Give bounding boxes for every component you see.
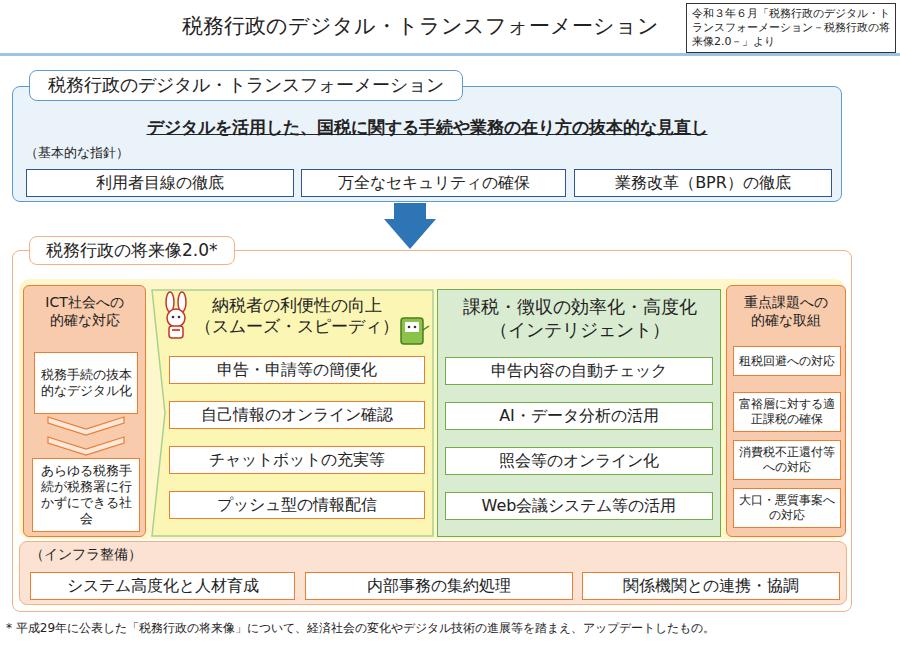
process-box: 万全なセキュリティの確保: [301, 169, 566, 197]
process-box: 申告・申請等の簡便化: [169, 356, 425, 384]
process-box: 照会等のオンライン化: [445, 447, 713, 475]
process-box: 申告内容の自動チェック: [445, 357, 713, 385]
source-note-box: 令和３年６月「税務行政のデジタル・トランスフォーメーション－税務行政の将来像2.…: [686, 3, 896, 53]
chevron: [48, 437, 124, 455]
process-box: あらゆる税務手続が税務署に行かずにできる社会: [32, 458, 140, 532]
box-label: 大口・悪質事案への対応: [737, 493, 837, 523]
process-box: 消費税不正還付等への対応: [733, 440, 841, 480]
box-label: 業務改革（BPR）の徹底: [615, 173, 791, 193]
box-label: 自己情報のオンライン確認: [201, 405, 393, 425]
box-label: 申告内容の自動チェック: [491, 361, 667, 381]
process-box: 富裕層に対する適正課税の確保: [733, 392, 841, 432]
process-box: 業務改革（BPR）の徹底: [574, 169, 832, 197]
process-box: 租税回避への対応: [733, 346, 841, 376]
box-label: 内部事務の集約処理: [367, 576, 511, 596]
box-label: 富裕層に対する適正課税の確保: [737, 397, 837, 427]
box-label: 令和３年６月「税務行政のデジタル・トランスフォーメーション－税務行政の将来像2.…: [692, 7, 890, 48]
process-box: AI・データ分析の活用: [445, 402, 713, 430]
box-label: 関係機関との連携・協調: [623, 576, 799, 596]
convenience-column: 納税者の利便性の向上 （スムーズ・スピーディ） 申告・申請等の簡便化自己情報のオン…: [151, 289, 434, 537]
process-box: 税務手続の抜本的なデジタル化: [34, 352, 138, 414]
chevron: [48, 417, 124, 435]
ict-column: ICT社会への的確な対応税務手続の抜本的なデジタル化あらゆる税務手続が税務署に行…: [23, 285, 146, 537]
process-box: チャットボットの充実等: [169, 446, 425, 474]
block-arrow: [384, 203, 436, 249]
future-panel: 税務行政の将来像2.0*ICT社会への的確な対応税務手続の抜本的なデジタル化あら…: [12, 250, 852, 612]
footnote: * 平成29年に公表した「税務行政の将来像」について、経済社会の変化やデジタル技…: [6, 620, 894, 637]
infra-band: （インフラ整備） システム高度化と人材育成 内部事務の集約処理 関係機関との連携・協調: [19, 541, 847, 605]
tablet-mascot: [401, 318, 429, 344]
process-box: 関係機関との連携・協調: [582, 572, 840, 600]
column-shape: [152, 290, 433, 536]
title-underline: [0, 53, 900, 56]
column-heading: 課税・徴収の効率化・高度化 （インテリジェント）: [444, 296, 716, 341]
flow-arrow: [384, 203, 436, 249]
flow-arrow: [48, 417, 124, 455]
process-box: 自己情報のオンライン確認: [169, 401, 425, 429]
box-label: 消費税不正還付等への対応: [737, 445, 837, 475]
process-box: 内部事務の集約処理: [305, 572, 573, 600]
box-label: 利用者目線の徹底: [96, 173, 224, 193]
panel-lead: デジタルを活用した、国税に関する手続や業務の在り方の抜本的な見直し: [13, 117, 841, 138]
box-label: あらゆる税務手続が税務署に行かずにできる社会: [36, 463, 136, 528]
panel-tab: 税務行政の将来像2.0*: [29, 236, 235, 265]
rabbit-mascot: [166, 292, 186, 338]
box-label: プッシュ型の情報配信: [217, 495, 377, 515]
box-label: システム高度化と人材育成: [67, 576, 259, 596]
box-label: 税務手続の抜本的なデジタル化: [38, 367, 134, 400]
box-label: 申告・申請等の簡便化: [217, 360, 377, 380]
panel-tab: 税務行政のデジタル・トランスフォーメーション: [29, 70, 463, 101]
process-box: システム高度化と人材育成: [30, 572, 295, 600]
priority-column: 重点課題への的確な取組租税回避への対応富裕層に対する適正課税の確保消費税不正還付…: [726, 285, 846, 537]
band-heading: （インフラ整備）: [30, 546, 142, 564]
box-label: Web会議システム等の活用: [482, 496, 677, 516]
page-title: 税務行政のデジタル・トランスフォーメーション: [150, 12, 690, 40]
column-heading: 重点課題への的確な取組: [740, 294, 832, 329]
guideline-label: （基本的な指針）: [25, 145, 129, 161]
process-box: 大口・悪質事案への対応: [733, 488, 841, 528]
dx-panel: 税務行政のデジタル・トランスフォーメーションデジタルを活用した、国税に関する手続…: [12, 86, 842, 202]
box-label: 照会等のオンライン化: [499, 451, 659, 471]
column-heading: 納税者の利便性の向上 （スムーズ・スピーディ）: [191, 295, 403, 338]
process-box: 利用者目線の徹底: [26, 169, 294, 197]
process-box: Web会議システム等の活用: [445, 492, 713, 520]
box-label: 万全なセキュリティの確保: [338, 173, 530, 193]
box-label: 租税回避への対応: [739, 354, 835, 369]
box-label: AI・データ分析の活用: [499, 406, 659, 426]
process-box: プッシュ型の情報配信: [169, 491, 425, 519]
box-label: チャットボットの充実等: [209, 450, 385, 470]
efficiency-column: 課税・徴収の効率化・高度化 （インテリジェント） 申告内容の自動チェック AI・デー…: [437, 289, 721, 537]
column-heading: ICT社会への的確な対応: [39, 294, 131, 329]
